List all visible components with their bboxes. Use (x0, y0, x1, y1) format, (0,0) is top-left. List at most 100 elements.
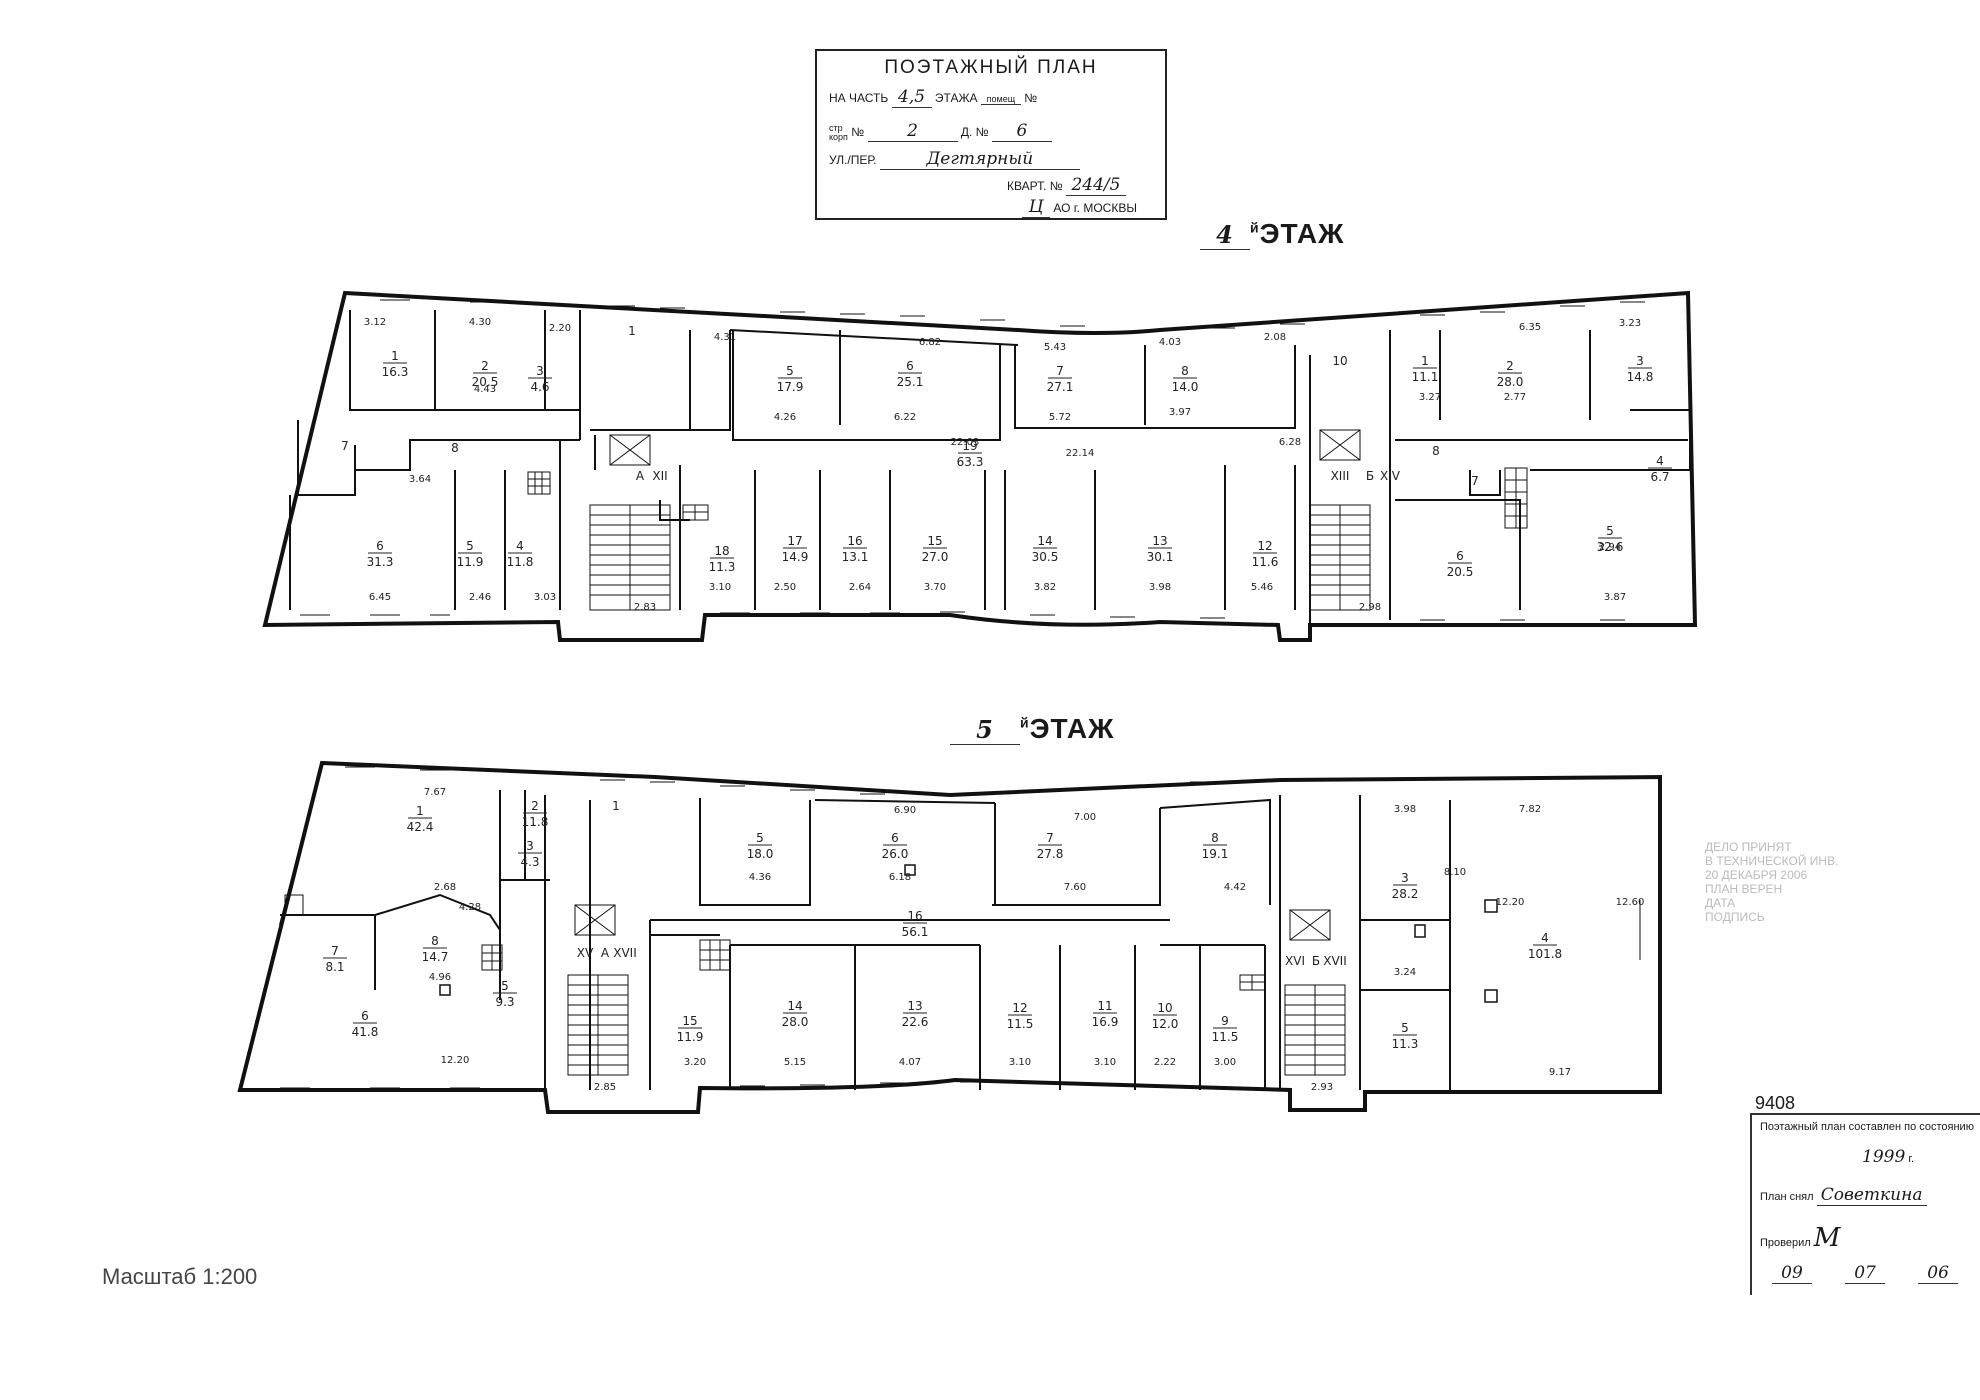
floor4-room-number: 1 (628, 324, 636, 338)
floor4-room-number: 4 (1656, 454, 1664, 468)
floor5-dimension: 3.10 (1094, 1057, 1116, 1068)
str-value: 2 (867, 121, 958, 142)
floor4-room-number: 7 (1471, 474, 1479, 488)
windows-5 (280, 766, 1641, 1093)
floor5-room-number: 5 (756, 831, 764, 845)
floor4-walls (289, 310, 1691, 625)
floor5-room-area: 18.0 (747, 847, 774, 861)
faded-line-4: ПЛАН ВЕРЕН (1705, 882, 1783, 896)
floor4-dimension: 3.10 (709, 582, 731, 593)
floor4-room-area: 30.1 (1147, 550, 1174, 564)
windows-4 (300, 299, 1645, 621)
floor4-dimension: 6.28 (1279, 437, 1301, 448)
faded-line-2: В ТЕХНИЧЕСКОЙ ИНВ. (1705, 854, 1839, 868)
floor4-room-number: 8 (1181, 364, 1189, 378)
corner-date-day: 09 (1772, 1263, 1812, 1284)
floor5-dimension: 4.42 (1224, 882, 1246, 893)
floor4-room-area: 14.8 (1627, 370, 1654, 384)
fixtures-5 (439, 864, 1498, 1003)
stamp-row-okrug: Ц АО г. МОСКВЫ (1022, 197, 1137, 218)
floor4-room-area: 14.0 (1172, 380, 1199, 394)
floor4-dimension: 6.82 (919, 337, 941, 348)
floor5-room-number: 1 (612, 799, 620, 813)
corner-year-row: 1999 г. (1862, 1147, 1914, 1167)
floor5-room-number: 3 (526, 839, 534, 853)
floor5-room-area: 4.3 (520, 855, 539, 869)
floor5-suffix: й (1020, 714, 1030, 731)
floor4-room-number: 1 (1421, 354, 1429, 368)
floor5-room-area: 41.8 (352, 1025, 379, 1039)
floor5-room-area: 27.8 (1037, 847, 1064, 861)
floor4-room-area: 13.1 (842, 550, 869, 564)
floor4-room-number: 5 (1606, 524, 1614, 538)
no-sign: № (1024, 91, 1038, 105)
floor4-room-number: 14 (1037, 534, 1052, 548)
floor5-room-area: 11.5 (1212, 1030, 1239, 1044)
floor4-dimension: 4.43 (474, 384, 496, 395)
floor5-room-area: 11.5 (1007, 1017, 1034, 1031)
floor4-room-area: 4.6 (530, 380, 549, 394)
floor5-room-number: Б (1312, 954, 1320, 968)
floor5-room-number: 8 (1211, 831, 1219, 845)
floor5-plan (237, 760, 1662, 1114)
floor5-room-number: 15 (682, 1014, 697, 1028)
floor5-room-area: 11.8 (522, 815, 549, 829)
floor5-room-area: 22.6 (902, 1015, 929, 1029)
floor5-room-area: 28.2 (1392, 887, 1419, 901)
floor5-room-number: XVI (1285, 954, 1305, 968)
floor5-room-number: 7 (331, 944, 339, 958)
floor4-room-area: 11.9 (457, 555, 484, 569)
kvart-value: 244/5 (1065, 175, 1126, 196)
floor4-dimension: 22.14 (1066, 448, 1095, 459)
floor5-dimension: 6.18 (889, 872, 911, 883)
corner-checked-sign: М (1813, 1223, 1841, 1253)
floor5-room-number: 10 (1157, 1001, 1172, 1015)
floor5-dimension: 12.20 (441, 1055, 470, 1066)
stair-b-4 (1309, 429, 1371, 611)
faded-stamp: ДЕЛО ПРИНЯТ В ТЕХНИЧЕСКОЙ ИНВ. 20 ДЕКАБР… (1705, 840, 1945, 1020)
floor4-room-number: 15 (927, 534, 942, 548)
floor5-dimension: 3.10 (1009, 1057, 1031, 1068)
floor4-room-number: 4 (516, 539, 524, 553)
floor4-plan (262, 290, 1698, 642)
floor5-room-number: 12 (1012, 1001, 1027, 1015)
floor4-dimension: 3.12 (364, 317, 386, 328)
floor4-room-number: 1 (391, 349, 399, 363)
floor5-dimension: 5.15 (784, 1057, 806, 1068)
floor4-dimension: 3.03 (534, 592, 556, 603)
floor4-room-area: 30.5 (1032, 550, 1059, 564)
floor4-dimension: 3.23 (1619, 318, 1641, 329)
floor5-room-number: 6 (361, 1009, 369, 1023)
faded-line-1: ДЕЛО ПРИНЯТ (1705, 840, 1792, 854)
floor5-dimension: 3.24 (1394, 967, 1416, 978)
floor4-dimension: 2.20 (549, 323, 571, 334)
dom-label: Д. № (960, 125, 989, 139)
floor4-room-area: 17.9 (777, 380, 804, 394)
floor5-dimension: 4.96 (429, 972, 451, 983)
floor5-room-number: A (601, 946, 610, 960)
floor4-room-number: 6 (376, 539, 384, 553)
street-label: УЛ./ПЕР. (829, 153, 877, 167)
hatch-blocks-4 (527, 467, 1528, 529)
floor4-suffix: й (1250, 219, 1260, 236)
floor4-dimension: 6.22 (894, 412, 916, 423)
corner-checked-label: Проверил (1760, 1237, 1811, 1249)
floor5-room-area: 11.9 (677, 1030, 704, 1044)
floor4-dimension: 3.97 (1169, 407, 1191, 418)
floor4-dimension: 3.27 (1419, 392, 1441, 403)
stamp-title: ПОЭТАЖНЫЙ ПЛАН (884, 57, 1098, 78)
floor4-dimension: 3.64 (409, 474, 431, 485)
floor4-room-area: 11.8 (507, 555, 534, 569)
floor4-dimension: 2.94 (1599, 542, 1621, 553)
floor5-dimension: 4.36 (749, 872, 771, 883)
floor5-room-number: 11 (1097, 999, 1112, 1013)
pomesh-label: помещ (980, 94, 1021, 105)
okrug-value: Ц (1022, 197, 1050, 218)
floor5-room-area: 101.8 (1528, 947, 1562, 961)
floor4-room-area: 25.1 (897, 375, 924, 389)
floor4-dimension: 4.31 (714, 332, 736, 343)
stamp-row-street: УЛ./ПЕР. Дегтярный (829, 149, 1080, 170)
